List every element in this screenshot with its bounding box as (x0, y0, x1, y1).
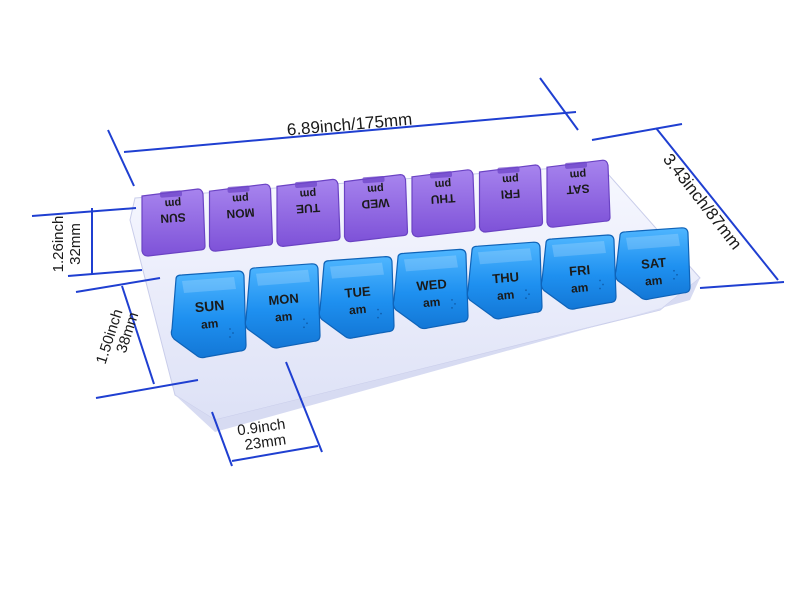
pm-day-label: SAT (565, 181, 590, 197)
am-height-dimension-line (121, 285, 155, 385)
am-height-extension-top (75, 277, 161, 293)
length-label: 6.89inch/175mm (286, 110, 413, 140)
am-period-label: am (422, 295, 440, 310)
am-period-label: am (644, 273, 662, 288)
am-period-label: am (274, 309, 292, 324)
pm-day-label: WED (361, 196, 390, 212)
dimension-annotations (31, 77, 785, 467)
width-dimension-line (655, 127, 779, 281)
compartment-width-mm-label: 23mm (244, 431, 288, 454)
pm-period-label: pm (299, 187, 317, 200)
pm-day-label: SUN (160, 210, 186, 226)
pm-period-label: pm (434, 177, 452, 190)
pm-height-inch-label: 1.26inch (50, 216, 67, 273)
length-dimension-line (123, 111, 577, 153)
am-height-extension-bottom (95, 379, 199, 399)
pm-period-label: pm (502, 172, 520, 185)
am-day-label: SAT (640, 255, 666, 272)
am-day-label: THU (492, 269, 520, 286)
am-period-label: am (348, 302, 366, 317)
length-extension-right (539, 77, 579, 131)
am-day-label: TUE (344, 283, 372, 300)
pm-period-label: pm (569, 168, 587, 181)
am-day-label: SUN (194, 297, 225, 316)
compartment-width-extension-left (211, 411, 233, 467)
compartment-width-inch-label: 0.9inch (236, 416, 286, 440)
pm-day-label: TUE (296, 201, 321, 217)
am-period-label: am (496, 287, 514, 302)
pm-height-mm-label: 32mm (67, 223, 84, 265)
am-lid-tue[interactable]: TUE am (318, 255, 395, 339)
pm-period-label: pm (367, 182, 385, 195)
am-day-label: MON (268, 291, 300, 309)
pm-period-label: pm (164, 196, 182, 209)
am-period-label: am (570, 280, 588, 295)
length-extension-left (107, 129, 135, 187)
am-day-label: FRI (569, 262, 591, 279)
pm-day-label: MON (226, 205, 255, 221)
pm-day-label: FRI (500, 186, 520, 201)
compartment-width-extension-right (285, 361, 323, 453)
width-extension-top (591, 123, 683, 141)
pm-day-label: THU (430, 191, 456, 207)
compartment-width-dimension-line (231, 445, 319, 462)
pm-period-label: pm (232, 192, 250, 205)
pm-height-extension-bottom (67, 269, 143, 277)
width-extension-bottom (699, 281, 785, 289)
pm-height-extension-top (31, 207, 137, 217)
am-day-label: WED (416, 276, 448, 294)
am-period-label: am (200, 316, 218, 331)
